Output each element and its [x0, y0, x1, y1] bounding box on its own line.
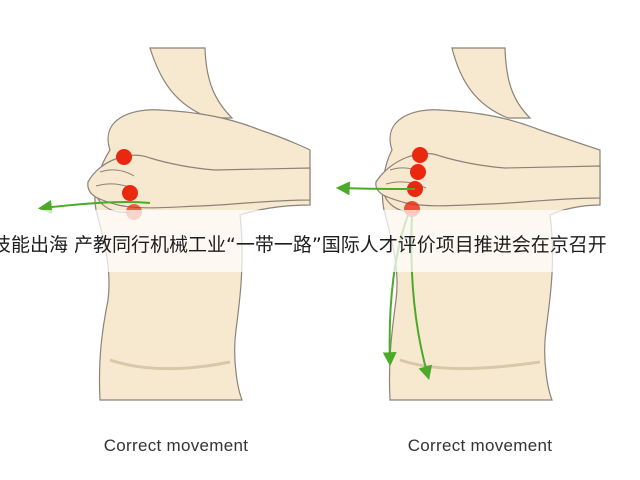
massage-points-right [404, 147, 428, 217]
point-marker [116, 149, 132, 165]
caption-left: Correct movement [103, 436, 249, 455]
point-marker [410, 164, 426, 180]
direction-arrow [335, 181, 416, 196]
caption-right: Correct movement [407, 436, 553, 455]
banner-headline: 技能出海 产教同行机械工业“一带一路”国际人才评价项目推进会在京召开 [0, 234, 607, 256]
point-marker [412, 147, 428, 163]
direction-arrow [37, 200, 151, 214]
point-marker [122, 185, 138, 201]
banner-overlay [0, 210, 640, 272]
